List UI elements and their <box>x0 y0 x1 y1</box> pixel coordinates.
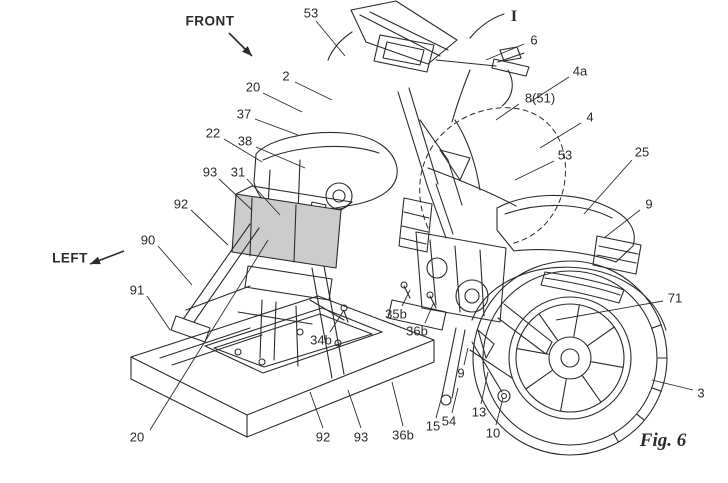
leader-line <box>485 43 525 61</box>
leader-line <box>218 178 253 211</box>
leader-line <box>149 239 269 431</box>
leader-line <box>157 245 193 286</box>
leader-line <box>146 295 171 331</box>
section-marker: I <box>510 8 518 25</box>
leader-line <box>329 309 345 333</box>
leader-line <box>246 178 281 216</box>
leader-line <box>254 118 299 136</box>
leader-line <box>451 387 459 414</box>
leader-line <box>583 159 633 215</box>
leader-line <box>480 371 489 405</box>
leader-line <box>529 76 570 103</box>
leader-line <box>603 209 641 239</box>
left-direction-arrow-icon <box>90 256 101 265</box>
leader-line <box>347 389 362 429</box>
leader-line <box>309 391 324 429</box>
leader-line <box>539 122 582 149</box>
leader-line <box>495 397 504 426</box>
leader-line <box>555 300 664 321</box>
leader-line <box>255 146 306 169</box>
tail-bodywork <box>427 167 642 304</box>
leader-line <box>190 209 229 246</box>
leader-line <box>223 138 263 163</box>
leader-line <box>401 289 411 307</box>
leader-line <box>495 103 520 121</box>
base-plate <box>130 295 435 438</box>
leader-line <box>424 301 435 324</box>
leader-line <box>514 160 555 181</box>
leader-line <box>651 379 694 391</box>
leader-line <box>262 92 303 113</box>
figure-caption: Fig. 6 <box>639 430 687 451</box>
leader-line <box>463 347 469 366</box>
engine <box>387 197 553 406</box>
leader-line <box>391 381 404 427</box>
leader-line <box>315 20 346 57</box>
leader-line <box>294 81 333 101</box>
leader-line <box>435 391 444 419</box>
test-stand <box>170 131 398 379</box>
front-assembly <box>327 0 566 245</box>
rear-wheel <box>471 260 668 456</box>
front-direction-arrow-icon <box>242 46 252 56</box>
